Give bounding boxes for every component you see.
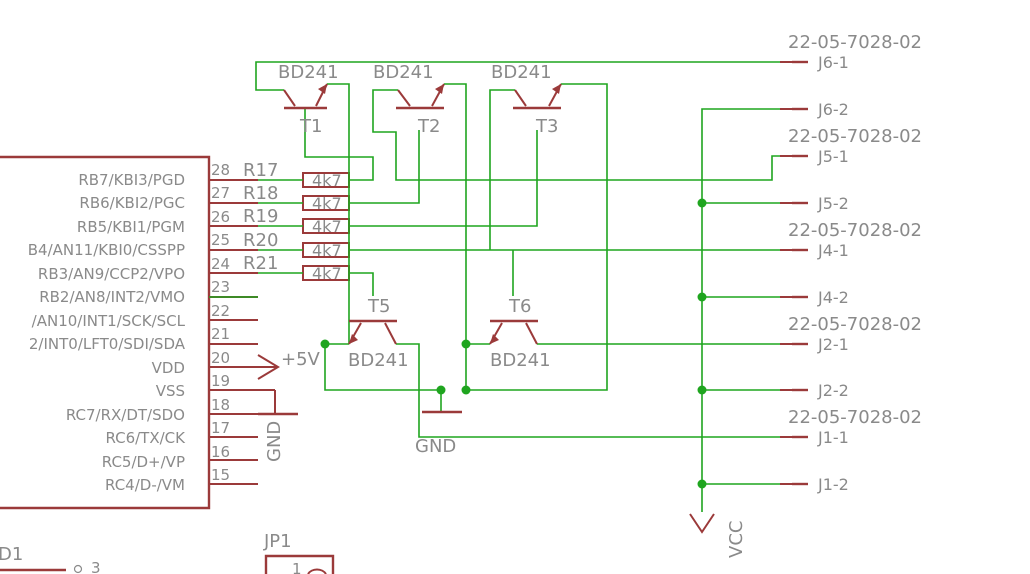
mcu-pin-name-16: RC5/D+/VP xyxy=(102,453,185,471)
microcontroller: RB7/KBI3/PGD RB6/KBI2/PGC RB5/KBI1/PGM B… xyxy=(0,155,258,510)
mcu-pin-num-17: 17 xyxy=(211,419,230,437)
transistor-t5: T5 BD241 xyxy=(348,296,409,371)
connector-j5-part: 22-05-7028-02 xyxy=(788,126,922,147)
resistor-value-r19: 4k7 xyxy=(312,217,342,236)
mcu-pin-num-26: 26 xyxy=(211,208,230,226)
transistor-ref-t2: T2 xyxy=(417,116,440,137)
mcu-pin-name-23: RB2/AN8/INT2/VMO xyxy=(39,288,185,306)
vcc-label: VCC xyxy=(726,521,747,558)
supply-gnd-mcu: GND xyxy=(258,389,298,462)
transistor-value-t5: BD241 xyxy=(348,350,409,371)
connector-pin-j5-2: J5-2 xyxy=(817,194,849,213)
resistor-ref-r18: R18 xyxy=(243,183,278,204)
mcu-pin-num-19: 19 xyxy=(211,372,230,390)
partial-d1: D1 3 xyxy=(0,544,101,574)
jp1-label: JP1 xyxy=(263,531,292,552)
transistor-t6: T6 BD241 xyxy=(489,296,551,371)
mcu-pin-num-16: 16 xyxy=(211,443,230,461)
connector-pin-j1-2: J1-2 xyxy=(817,475,849,494)
resistor-ref-r21: R21 xyxy=(243,253,278,274)
resistor-ref-r17: R17 xyxy=(243,160,278,181)
junction-dots xyxy=(320,198,707,489)
connector-j2-part: 22-05-7028-02 xyxy=(788,314,922,335)
mcu-pin-name-19: VSS xyxy=(156,382,185,400)
resistor-value-r20: 4k7 xyxy=(312,241,342,260)
connector-pin-j2-1: J2-1 xyxy=(817,335,849,354)
supply-plus5v: +5V xyxy=(257,349,321,380)
partial-jp1: JP1 1 xyxy=(263,531,335,574)
resistor-ref-r20: R20 xyxy=(243,230,278,251)
resistor-array: R17 R18 R19 R20 R21 4k7 4k7 4k7 4k7 4k7 xyxy=(243,160,350,283)
connector-pin-j4-1: J4-1 xyxy=(817,241,849,260)
mcu-pin-name-26: RB5/KBI1/PGM xyxy=(77,218,185,236)
mcu-pin-num-25: 25 xyxy=(211,231,230,249)
d1-label: D1 xyxy=(0,544,23,565)
connector-pin-j5-1: J5-1 xyxy=(817,147,849,166)
transistor-value-t1: BD241 xyxy=(278,62,339,83)
mcu-pin-name-20: VDD xyxy=(152,359,185,377)
mcu-pin-num-18: 18 xyxy=(211,396,230,414)
mcu-pin-name-17: RC6/TX/CK xyxy=(105,429,186,447)
net-wires xyxy=(209,61,780,512)
mcu-pin-num-23: 23 xyxy=(211,278,230,296)
mcu-pin-name-22: /AN10/INT1/SCK/SCL xyxy=(32,312,186,330)
mcu-pin-num-20: 20 xyxy=(211,349,230,367)
transistor-t3: BD241 T3 xyxy=(491,62,562,137)
connector-pin-j6-2: J6-2 xyxy=(817,100,849,119)
connector-j1-part: 22-05-7028-02 xyxy=(788,407,922,428)
mcu-pin-num-22: 22 xyxy=(211,302,230,320)
mcu-pin-num-21: 21 xyxy=(211,325,230,343)
plus5v-label: +5V xyxy=(281,349,321,370)
connector-pins: 22-05-7028-02 22-05-7028-02 22-05-7028-0… xyxy=(780,32,922,494)
connector-pin-j2-2: J2-2 xyxy=(817,381,849,400)
mcu-pin-name-27: RB6/KBI2/PGC xyxy=(79,194,185,212)
resistor-ref-r19: R19 xyxy=(243,206,278,227)
transistor-t2: BD241 T2 xyxy=(373,62,445,137)
supply-vcc: VCC xyxy=(689,513,747,558)
transistor-ref-t5: T5 xyxy=(367,296,390,317)
transistor-value-t3: BD241 xyxy=(491,62,552,83)
transistor-value-t2: BD241 xyxy=(373,62,434,83)
connector-pin-j4-2: J4-2 xyxy=(817,288,849,307)
mcu-pin-num-24: 24 xyxy=(211,255,230,273)
gnd-mcu-label: GND xyxy=(264,421,285,462)
resistor-value-r18: 4k7 xyxy=(312,194,342,213)
mcu-pin-name-15: RC4/D-/VM xyxy=(105,476,185,494)
mcu-pin-name-24: RB3/AN9/CCP2/VPO xyxy=(38,265,185,283)
transistor-ref-t1: T1 xyxy=(299,116,322,137)
mcu-pin-name-18: RC7/RX/DT/SDO xyxy=(66,406,185,424)
connector-j6-part: 22-05-7028-02 xyxy=(788,32,922,53)
mcu-pin-name-28: RB7/KBI3/PGD xyxy=(78,171,185,189)
connector-pin-j6-1: J6-1 xyxy=(817,53,849,72)
transistor-ref-t3: T3 xyxy=(535,116,558,137)
transistor-value-t6: BD241 xyxy=(490,350,551,371)
mcu-pin-num-28: 28 xyxy=(211,161,230,179)
mcu-pin-num-27: 27 xyxy=(211,184,230,202)
connector-pin-j1-1: J1-1 xyxy=(817,428,849,447)
transistor-ref-t6: T6 xyxy=(508,296,531,317)
mcu-pin-name-21: 2/INT0/LFT0/SDI/SDA xyxy=(29,335,186,353)
resistor-value-r17: 4k7 xyxy=(312,171,342,190)
jp1-pin-label: 1 xyxy=(292,560,302,574)
mcu-pin-name-25: B4/AN11/KBI0/CSSPP xyxy=(28,241,185,259)
supply-gnd-transistors: GND xyxy=(415,410,462,457)
connector-j4-part: 22-05-7028-02 xyxy=(788,220,922,241)
gnd-transistors-label: GND xyxy=(415,436,456,457)
mcu-pin-num-15: 15 xyxy=(211,466,230,484)
d1-pin-label: 3 xyxy=(91,559,101,574)
resistor-value-r21: 4k7 xyxy=(312,264,342,283)
transistor-t1: BD241 T1 xyxy=(278,62,339,137)
